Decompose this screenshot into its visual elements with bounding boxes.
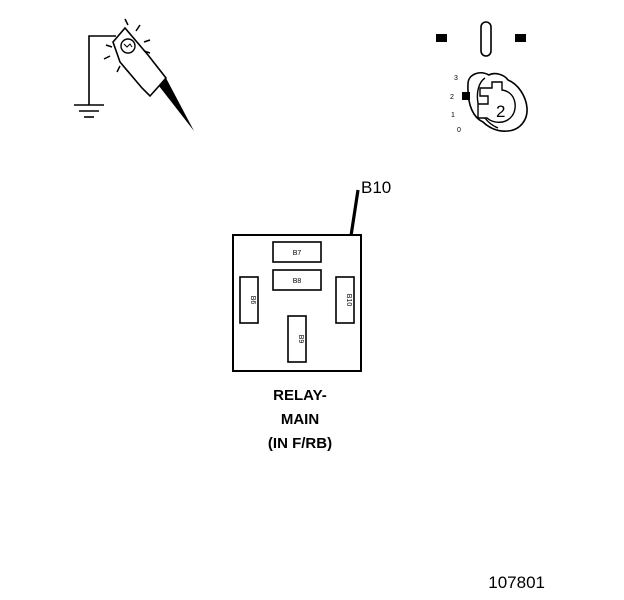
relay-pin-label: B7 <box>293 250 302 257</box>
relay-pin-b10: B10 <box>335 276 355 324</box>
callout-label: B10 <box>361 178 391 197</box>
ground-icon <box>74 104 104 118</box>
relay-pin-label: B8 <box>293 278 302 285</box>
relay-pin-label: B9 <box>297 335 304 344</box>
relay-title-line-3: (IN F/RB) <box>268 435 332 452</box>
ignition-key-position: 2 <box>496 102 505 121</box>
relay-pin-b9: B9 <box>287 315 307 363</box>
relay-title-line-1: RELAY- <box>273 387 327 404</box>
relay-pin-label: B6 <box>249 296 256 305</box>
ignition-switch-icon: 3 2 1 0 2 <box>436 21 528 134</box>
figure-reference-number: 107801 <box>488 573 545 592</box>
relay-pin-label: B10 <box>345 294 352 307</box>
ignition-key-icon: 2 <box>462 72 528 132</box>
relay-pin-b7: B7 <box>272 241 322 263</box>
ignition-position-label: 1 <box>451 112 455 119</box>
test-probe-icon <box>74 18 194 131</box>
relay-main: B7 B8 B6 B9 B10 <box>232 234 362 372</box>
relay-pin-b8: B8 <box>272 269 322 291</box>
relay-pin-b6: B6 <box>239 276 259 324</box>
ignition-position-label: 2 <box>450 94 454 101</box>
ignition-position-label: 3 <box>454 75 458 82</box>
relay-title-line-2: MAIN <box>281 411 319 428</box>
ignition-position-label: 0 <box>457 127 461 134</box>
